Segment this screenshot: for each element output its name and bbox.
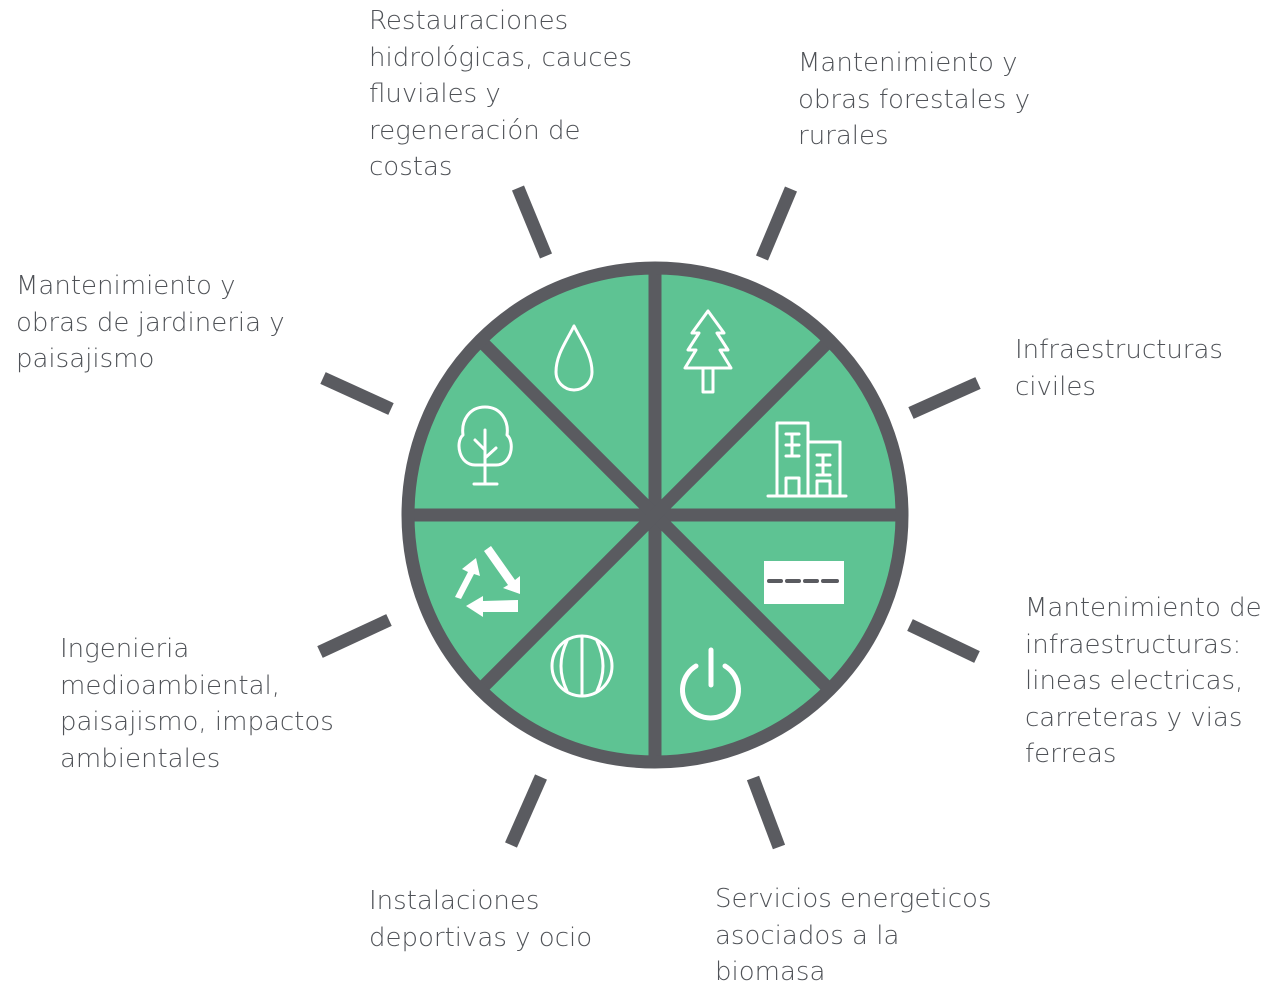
label-line: ferreas [1025,739,1117,769]
label-line: obras forestales y [798,84,1031,115]
ray-restauraciones-hidrologicas [511,185,553,259]
label-line: asociados a la [715,920,900,951]
label-forestal: Mantenimiento y obras forestales y rural… [798,45,1030,155]
wheel-rim [401,261,909,769]
building-icon [766,421,848,498]
label-line: hidrológicas, cauces [369,42,633,73]
label-line: infraestructuras: [1025,629,1242,660]
label-mantenimiento-infraestructuras: Mantenimiento de infraestructuras: linea… [1025,590,1262,773]
label-line: Mantenimiento y [16,271,236,301]
label-line: Servicios energeticos [715,884,992,914]
label-line: Instalaciones [369,886,540,916]
ray-jardineria [320,372,394,415]
label-line: deportivas y ocio [369,922,593,953]
label-line: obras de jardineria y [16,307,285,338]
label-line: medioambiental, [60,670,281,701]
tree-icon [683,309,733,394]
label-line: Infraestructuras [1015,335,1223,365]
segment-instalaciones-deportivas [484,515,655,756]
segment-jardineria [414,344,655,515]
label-line: civiles [1015,371,1096,402]
road-icon [764,561,844,604]
ball-icon [550,634,614,698]
wheel-rays [317,185,981,850]
label-line: fluviales y [369,79,501,109]
ray-mantenimiento-infraestructuras [907,619,980,663]
park-tree-icon [457,405,513,486]
segment-restauraciones-hidrologicas [484,274,655,515]
label-line: lineas electricas, [1025,666,1244,696]
ray-servicios-energeticos [746,775,786,850]
wheel-segments [414,274,896,756]
label-line: biomasa [715,957,826,987]
label-jardineria: Mantenimiento y obras de jardineria y pa… [16,268,285,378]
label-line: paisajismo [16,344,155,374]
label-infraestructuras-civiles: Infraestructuras civiles [1015,332,1223,405]
label-line: ambientales [60,743,221,774]
label-line: costas [369,152,453,182]
label-servicios-energeticos: Servicios energeticos asociados a la bio… [715,881,992,991]
wheel-dividers [414,274,896,756]
label-ingenieria-medioambiental: Ingenieria medioambiental, paisajismo, i… [60,631,334,777]
water-drop-icon [554,324,594,392]
recycle-icon [455,546,520,617]
ray-infraestructuras-civiles [908,377,981,419]
label-instalaciones-deportivas: Instalaciones deportivas y ocio [369,883,592,956]
ray-forestal [756,186,797,261]
label-line: paisajismo, impactos [60,707,334,737]
label-line: Mantenimiento de [1025,593,1262,623]
ray-instalaciones-deportivas [505,774,547,848]
label-line: Restauraciones [369,6,569,36]
label-line: rurales [798,121,889,151]
label-line: Ingenieria [60,634,190,664]
power-icon [680,647,741,721]
wheel-icons [455,309,848,721]
label-line: carreteras y vias [1025,702,1243,733]
ray-ingenieria-medioambiental [317,614,392,658]
label-line: regeneración de [369,115,581,146]
segment-servicios-energeticos [655,515,826,756]
label-restauraciones-hidrologicas: Restauraciones hidrológicas, cauces fluv… [369,3,632,186]
segment-ingenieria-medioambiental [414,515,655,686]
label-line: Mantenimiento y [798,48,1018,78]
